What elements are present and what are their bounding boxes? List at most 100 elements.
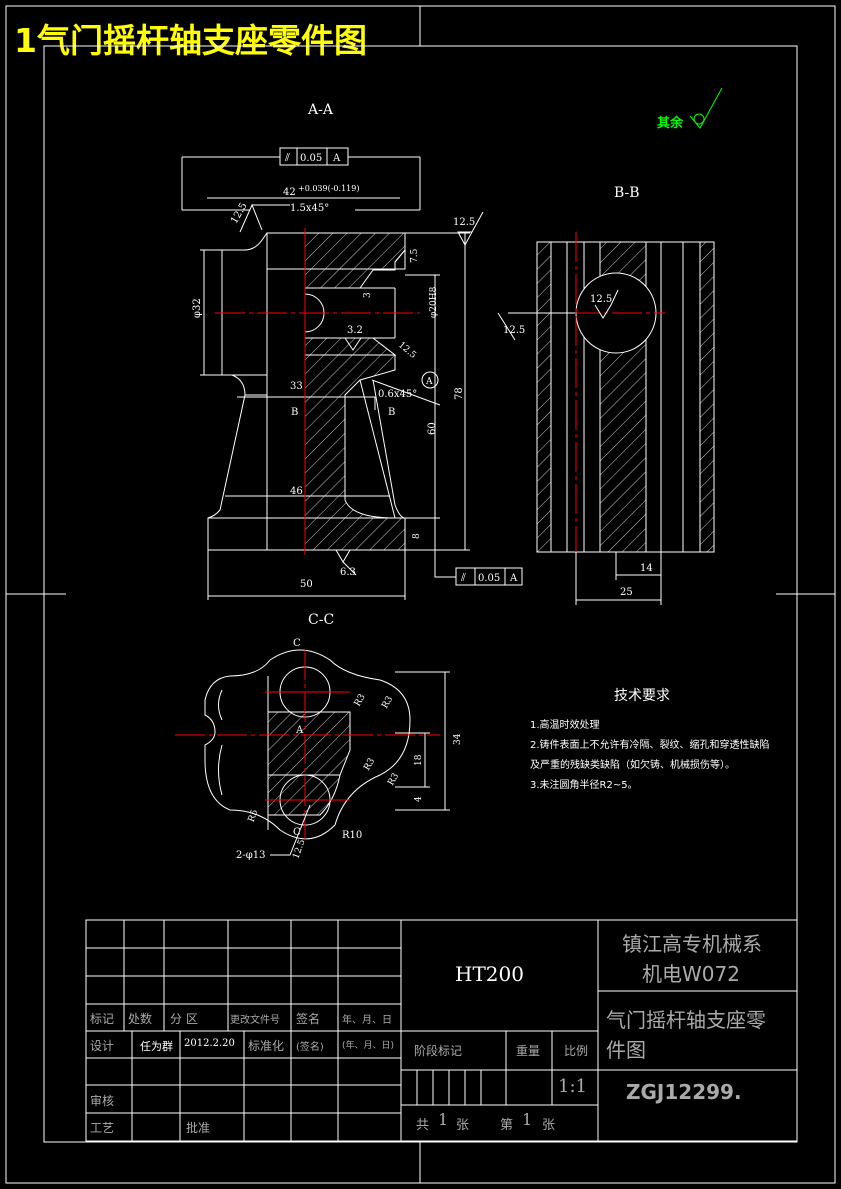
cc-dim-holes: 2-φ13 [236, 850, 265, 861]
cc-dim-r-left: R5 [247, 808, 261, 823]
aa-dim-tol: +0.039(-0.119) [298, 184, 359, 193]
cc-dim-4: 4 [414, 796, 424, 802]
cc-dim-r12: R3 [353, 692, 368, 708]
roughness-circle-icon [693, 113, 705, 125]
tb-label-sheet-unit2: 张 [542, 1118, 556, 1133]
material: HT200 [455, 962, 524, 986]
aa-tol2-datum: A [509, 573, 518, 584]
bb-dim-14: 14 [640, 563, 653, 574]
aa-rough-symbol-1 [239, 203, 290, 233]
tech-item-2: 2.铸件表面上不允许有冷隔、裂纹、缩孔和穿透性缺陷 [530, 738, 770, 751]
aa-dim-bore: φ20H8 [429, 286, 439, 318]
bb-dim-25: 25 [620, 587, 633, 598]
aa-rough-top-left: 12.5 [229, 201, 250, 226]
tech-item-4: 3.未注圆角半径R2~5。 [530, 778, 638, 791]
part-name-line-1: 气门摇杆轴支座零 [606, 1008, 766, 1032]
school-line-2: 机电W072 [642, 962, 740, 986]
tb-label-sheet: 第 [500, 1118, 514, 1133]
aa-section-b-left: B [291, 407, 298, 418]
cc-leader-holes [270, 804, 311, 856]
scale-value: 1:1 [558, 1076, 587, 1097]
cc-dim-r16: R3 [380, 694, 395, 710]
aa-dim-60: 60 [427, 422, 438, 435]
cc-rough-holes: 12.5 [291, 838, 307, 861]
aa-tolerance-frame [279, 147, 349, 166]
tb-design-date: 2012.2.20 [184, 1038, 235, 1049]
aa-tol-datum: A [332, 153, 341, 164]
bb-rough-left: 12.5 [503, 325, 525, 336]
tb-sheet-n: 1 [522, 1110, 533, 1129]
view-label-cc: C-C [308, 612, 334, 628]
aa-dim-3: 3 [363, 292, 373, 298]
aa-dim-42: 42 [283, 187, 296, 198]
tb-label-ratio: 比例 [564, 1044, 589, 1058]
tb-label-process: 工艺 [90, 1121, 115, 1135]
tech-item-1: 1.高温时效处理 [530, 718, 600, 731]
aa-rough-symbol-bottom [335, 549, 357, 576]
aa-tolerance-frame-bottom [434, 550, 523, 586]
cc-dim-r14: R3 [362, 756, 377, 772]
tb-label-total: 共 [416, 1118, 430, 1133]
aa-rough-32: 3.2 [347, 325, 363, 336]
cc-marker-a: A [295, 725, 304, 736]
tb-label-date: 年、月、日 [342, 1015, 392, 1026]
roughness-other: 其余 [657, 115, 684, 131]
drawing-number: ZGJ12299. [626, 1080, 742, 1104]
tech-item-3: 及严重的残缺类缺陷（如欠铸、机械损伤等）。 [530, 758, 735, 771]
tb-label-sheet-unit: 张 [456, 1118, 470, 1133]
aa-tol-symbol: ⫽ [284, 151, 290, 164]
cc-dim-18: 18 [414, 754, 424, 766]
tb-label-standardize: 标准化 [248, 1039, 285, 1053]
tb-label-sign2: (签名) [296, 1042, 324, 1053]
tb-label-weight: 重量 [516, 1044, 541, 1058]
tech-heading: 技术要求 [614, 688, 670, 704]
tb-label-mark: 标记 [90, 1012, 115, 1026]
aa-dim-phi32: φ32 [192, 298, 203, 318]
cc-section-hatch-2 [267, 774, 341, 816]
part-name-line-2: 件图 [606, 1038, 646, 1062]
tb-label-review: 审核 [90, 1094, 115, 1108]
bb-dims [497, 289, 662, 605]
drawing-title: 1气门摇杆轴支座零件图 [14, 21, 367, 60]
aa-datum-a: A [425, 377, 433, 387]
tb-label-change-doc: 更改文件号 [230, 1015, 280, 1026]
aa-dim-50: 50 [300, 579, 313, 590]
tb-label-sign: 签名 [296, 1012, 321, 1026]
tb-label-date2: (年、月、日) [342, 1041, 395, 1051]
tb-total-n: 1 [438, 1110, 449, 1129]
cc-centerlines [175, 650, 440, 840]
aa-tol-value: 0.05 [300, 153, 322, 164]
cc-dim-r10: R10 [342, 830, 362, 841]
cc-section-hatch [267, 711, 351, 776]
aa-centerlines [215, 228, 420, 555]
tb-label-design: 设计 [90, 1039, 115, 1053]
school-line-1: 镇江高专机械系 [622, 932, 762, 956]
title-block-grid [85, 919, 798, 1142]
aa-rough-mid: 12.5 [396, 340, 418, 361]
aa-section-b-right: B [388, 407, 395, 418]
cc-marker-c-bottom: C [293, 827, 301, 838]
aa-rough-symbol-3 [344, 337, 375, 351]
bb-centerlines [570, 232, 665, 560]
aa-dim-chamfer-top: 1.5x45° [290, 203, 329, 214]
tb-label-approve: 批准 [186, 1121, 211, 1135]
tb-designer: 任为群 [140, 1040, 173, 1053]
aa-rough-right: 12.5 [453, 217, 475, 228]
aa-leader-chamfer [371, 379, 441, 406]
aa-tol2-value: 0.05 [478, 573, 500, 584]
aa-dim-33: 33 [290, 381, 303, 392]
tb-label-stage: 阶段标记 [414, 1044, 463, 1058]
tb-label-count: 处数 [128, 1012, 153, 1026]
tb-label-zone: 分 区 [170, 1012, 198, 1026]
view-label-bb: B-B [614, 185, 640, 201]
aa-dim-46: 46 [290, 486, 303, 497]
cc-dim-34: 34 [453, 733, 463, 745]
aa-dim-78: 78 [454, 387, 465, 400]
roughness-symbol-icon [689, 87, 723, 129]
aa-dim-chamfer-mid: 0.6x45° [378, 389, 417, 400]
view-label-aa: A-A [307, 102, 334, 118]
aa-dim-8: 8 [412, 533, 422, 539]
drawing-border [5, 5, 836, 1184]
aa-rough-symbol-2 [457, 211, 484, 247]
